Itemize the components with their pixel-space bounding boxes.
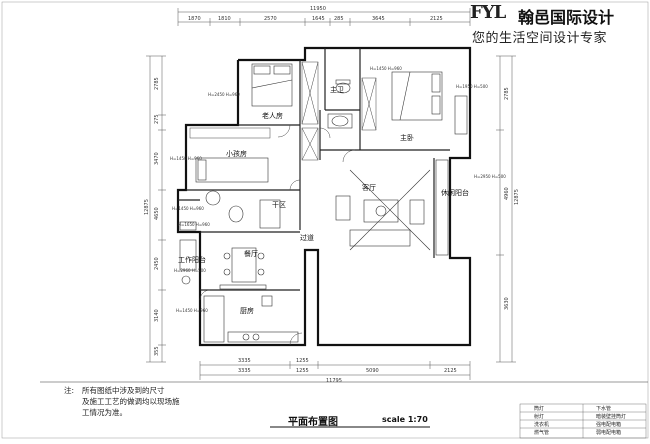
bath-fixtures xyxy=(205,79,353,229)
right-total-dim: 12875 xyxy=(514,189,520,205)
dining-furniture xyxy=(219,247,267,290)
left-dim-2: 275 xyxy=(154,114,160,124)
elder-room-bed xyxy=(251,63,293,107)
exterior-walls xyxy=(176,46,472,347)
top-dimensions xyxy=(177,8,471,26)
top-dim-6: 3645 xyxy=(372,16,385,22)
legend-item-washer: 洗衣机 xyxy=(534,422,550,428)
top-dim-5: 285 xyxy=(334,16,344,22)
bottom-dim-inner-1: 3335 xyxy=(238,358,251,364)
legend-item-drain-pipe: 下水管 xyxy=(596,406,612,412)
left-dim-3: 3470 xyxy=(154,152,160,165)
plan-titlebar: 平面布置图 scale 1:70 xyxy=(270,413,430,428)
label-corridor: 过道 xyxy=(300,233,314,242)
bottom-dim-2: 1255 xyxy=(296,368,309,374)
label-dry-area: 干区 xyxy=(272,201,286,209)
window-tag-2: H=2950 H=500 xyxy=(474,174,506,179)
brand-name: 翰邑国际设计 xyxy=(518,8,615,27)
left-dim-4: 4650 xyxy=(154,207,160,220)
label-master-bath: 主卫 xyxy=(330,85,344,94)
window-tag-1: H=1950 H=500 xyxy=(456,84,488,89)
note-label: 注: xyxy=(64,386,75,395)
label-leisure-balcony: 休闲阳台 xyxy=(441,188,469,197)
top-dim-4: 1645 xyxy=(312,16,325,22)
note-line-2: 及施工工艺的做调均以现场施 xyxy=(82,397,180,406)
label-dining: 餐厅 xyxy=(244,249,258,258)
note-line-1: 所有图纸中涉及到的尺寸 xyxy=(82,386,165,395)
bottom-dim-inner-2: 1255 xyxy=(296,358,309,364)
master-bed xyxy=(391,71,443,121)
bottom-dim-1: 3335 xyxy=(238,368,251,374)
bottom-dim-4: 2125 xyxy=(444,368,457,374)
legend-item-power-box: 强电配电箱 xyxy=(596,422,622,428)
legend-item-weak-box: 弱电配电箱 xyxy=(596,430,622,436)
plan-scale: scale 1:70 xyxy=(382,415,428,424)
left-dim-5: 2450 xyxy=(154,257,160,270)
label-child-room: 小孩房 xyxy=(226,149,247,158)
balcony-fixtures xyxy=(179,95,468,285)
top-dim-3: 2570 xyxy=(264,16,277,22)
brand-logo: FYL xyxy=(470,2,506,23)
right-dim-1: 2785 xyxy=(504,87,510,100)
living-room-furniture xyxy=(335,169,431,251)
kitchen-furniture xyxy=(203,295,299,343)
legend-item-spotlight: 射灯 xyxy=(534,414,545,420)
legend-grid xyxy=(519,403,647,439)
closets xyxy=(189,61,377,161)
label-living-room: 客厅 xyxy=(362,183,376,192)
child-room-bed xyxy=(195,157,269,183)
door-tag-5: H=1450 H=960 xyxy=(176,308,208,313)
symbol-legend: 筒灯 下水管 射灯 暗装壁挂筒灯 洗衣机 强电配电箱 燃气管 弱电配电箱 xyxy=(520,404,646,438)
left-dim-7: 355 xyxy=(154,346,160,356)
interior-walls xyxy=(178,48,450,291)
top-total-dim: 11950 xyxy=(310,6,326,12)
door-tag-4: H=1450 H=960 xyxy=(370,66,402,71)
label-kitchen: 厨房 xyxy=(240,306,254,315)
label-master-bedroom: 主卧 xyxy=(400,133,414,142)
door-tag-2: H=1450 H=960 xyxy=(170,156,202,161)
left-total-dim: 12875 xyxy=(144,199,150,215)
top-dim-1: 1870 xyxy=(188,16,201,22)
right-dim-2: 4960 xyxy=(504,187,510,200)
legend-item-downlight: 筒灯 xyxy=(534,406,545,412)
bottom-dim-3: 5090 xyxy=(366,368,379,374)
bottom-total-dim: 11795 xyxy=(326,378,342,384)
door-tag-6: H=1650 H=960 xyxy=(178,222,210,227)
doors xyxy=(199,124,356,346)
brand-header: FYL 翰邑国际设计 您的生活空间设计专家 xyxy=(470,2,646,50)
legend-item-gas-pipe: 燃气管 xyxy=(534,430,550,436)
construction-note: 注: 所有图纸中涉及到的尺寸 及施工工艺的做调均以现场施 工情况为准。 xyxy=(40,385,250,437)
right-dim-3: 3630 xyxy=(504,297,510,310)
right-dimensions xyxy=(496,55,516,363)
door-tag-3: H=1450 H=960 xyxy=(172,206,204,211)
left-dim-6: 3140 xyxy=(154,309,160,322)
brand-slogan: 您的生活空间设计专家 xyxy=(472,31,608,46)
left-dim-1: 2785 xyxy=(154,77,160,90)
plan-title: 平面布置图 xyxy=(288,417,338,428)
top-dim-2: 1810 xyxy=(218,16,231,22)
bottom-dimensions xyxy=(199,361,471,380)
label-work-balcony: 工作阳台 xyxy=(178,255,206,264)
legend-item-wall-downlight: 暗装壁挂筒灯 xyxy=(596,414,627,420)
door-tag-7: H=2960 H=500 xyxy=(174,268,206,273)
label-elder-room: 老人房 xyxy=(262,111,283,120)
door-tag-1: H=2450 H=960 xyxy=(208,92,240,97)
note-line-3: 工情况为准。 xyxy=(82,408,127,417)
top-dim-7: 2125 xyxy=(430,16,443,22)
left-dimensions xyxy=(146,55,166,363)
